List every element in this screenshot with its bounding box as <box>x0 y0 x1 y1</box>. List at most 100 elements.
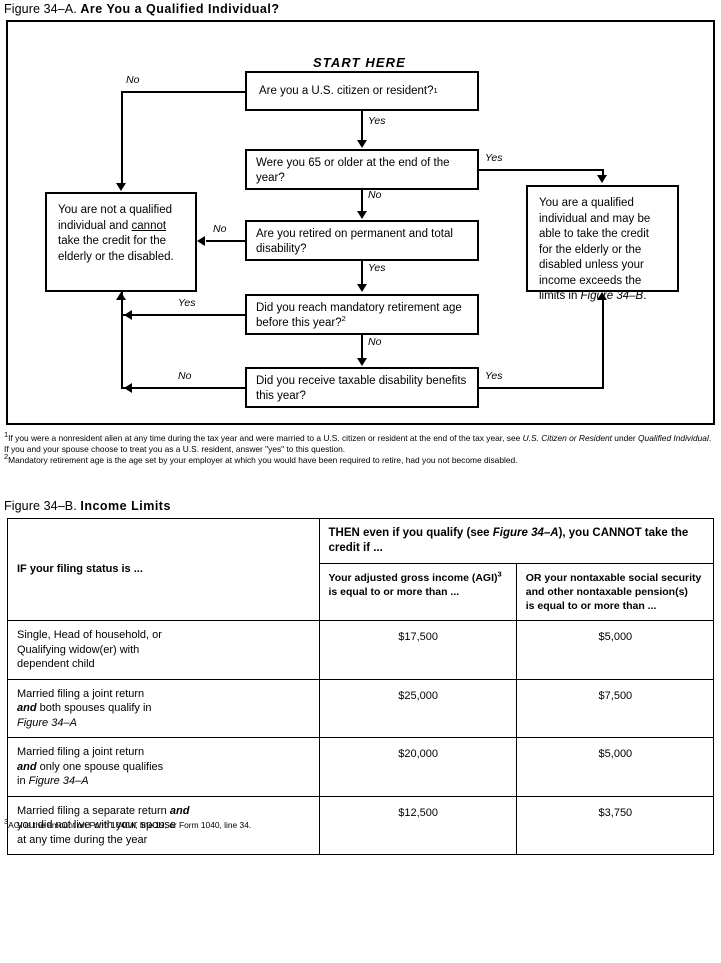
header-then-line-1: THEN even if you qualify (see Figure 34–… <box>329 526 706 541</box>
row-status-line: Qualifying widow(er) with <box>17 643 140 656</box>
flow-box-q1: Are you a U.S. citizen or resident?1 <box>245 71 479 111</box>
figure-a-footnote-2a: Mandatory retirement age is the age set … <box>8 455 518 466</box>
row-status-line: and both spouses qualify in <box>17 702 152 714</box>
row-status-line: dependent child <box>17 658 95 670</box>
edge-label-q5-no: No <box>178 370 192 382</box>
edge-q5-yes-horizontal <box>479 387 604 389</box>
header-nontaxable-line-1: OR your nontaxable social security <box>525 572 702 584</box>
row-agi-value: $25,000 <box>318 678 517 738</box>
figure-b-caption-lead: Figure 34–B. <box>4 499 77 513</box>
figure-a-footnote-1c: under <box>611 433 639 443</box>
edge-q4-no-arrowhead <box>357 358 367 366</box>
row-filing-status: Married filing a joint return and both s… <box>7 678 320 738</box>
qualified-line-7c: . <box>643 290 647 302</box>
qualified-line-7a: limits in <box>539 290 581 302</box>
table-row: Single, Head of household, or Qualifying… <box>7 620 715 680</box>
edge-q5-no-vertical <box>121 292 123 389</box>
edge-q5-yes-arrowhead <box>597 292 607 300</box>
figure-b-caption-title: Income Limits <box>80 499 171 513</box>
edge-label-q1-no: No <box>126 74 140 86</box>
flow-box-q4-text: Did you reach mandatory retirement age b… <box>256 302 462 329</box>
table-header-row-2: Your adjusted gross income (AGI)3 is equ… <box>8 563 715 621</box>
row-status-line: and only one spouse qualifies <box>17 760 164 773</box>
edge-label-q3-no: No <box>213 223 227 235</box>
flow-box-q3: Are you retired on permanent and total d… <box>245 220 479 261</box>
figure-a-footnote-2: 2Mandatory retirement age is the age set… <box>4 452 717 466</box>
flow-box-q4: Did you reach mandatory retirement age b… <box>245 294 479 335</box>
row-filing-status: Married filing a joint return and only o… <box>7 737 320 797</box>
edge-label-q4-no: No <box>368 336 382 348</box>
header-then-clause: THEN even if you qualify (see Figure 34–… <box>318 518 714 564</box>
row-agi-value: $17,500 <box>318 620 517 680</box>
figure-a-footnote-1e: . If you and your spouse choose to treat… <box>4 433 712 455</box>
row-status-line: at any time during the year <box>17 833 148 846</box>
edge-q2-yes-arrowhead <box>597 175 607 183</box>
header-filing-status-label: IF your filing status is ... <box>17 563 143 576</box>
qualified-line-7: limits in Figure 34–B. <box>539 289 666 305</box>
header-agi-line-1: Your adjusted gross income (AGI)3 <box>328 569 508 585</box>
flow-box-q5-text: Did you receive taxable disability benef… <box>256 375 467 402</box>
edge-q1-no-horizontal <box>121 91 247 93</box>
figure-a-footnote-1-mark: 1 <box>4 430 9 440</box>
row-status-line: Single, Head of household, or <box>17 629 162 641</box>
edge-q5-no-horizontal <box>121 387 247 389</box>
table-row: Married filing a separate return and you… <box>7 795 715 855</box>
figure-b-footnote-mark: 3 <box>4 817 9 827</box>
not-qualified-cannot: cannot <box>131 219 167 232</box>
edge-q2-no-vertical <box>361 190 363 212</box>
flow-box-not-qualified: You are not a qualified individual and c… <box>45 192 197 292</box>
figure-a-footnote-1: 1If you were a nonresident alien at any … <box>4 430 717 455</box>
edge-label-q3-yes: Yes <box>368 262 386 274</box>
edge-q1-yes-vertical <box>361 111 363 141</box>
edge-label-q5-yes: Yes <box>485 370 503 382</box>
flow-box-q5: Did you receive taxable disability benef… <box>245 367 479 408</box>
edge-q2-yes-vertical <box>602 169 604 177</box>
figure-a-footnote-1-ref2: Qualified Individual <box>638 433 709 443</box>
header-then-1b: ), you CANNOT take the <box>558 527 689 539</box>
header-then-line-2: credit if ... <box>328 542 383 554</box>
figure-a-footnote-2-mark: 2 <box>4 452 9 462</box>
header-agi-line-2: is equal to or more than ... <box>328 586 460 598</box>
qualified-line-3: able to take the credit <box>539 228 649 240</box>
row-filing-status: Married filing a separate return and you… <box>7 795 320 855</box>
figure-a-flowchart-frame: START HERE Are you a U.S. citizen or res… <box>6 20 715 425</box>
header-agi-1a: Your adjusted gross income (AGI) <box>328 572 498 584</box>
flow-box-q2: Were you 65 or older at the end of the y… <box>245 149 479 190</box>
edge-q1-no-arrowhead <box>116 183 126 191</box>
edge-q3-no-arrowhead <box>197 236 205 246</box>
not-qualified-line-1: You are not a qualified <box>58 204 173 216</box>
edge-label-q2-yes: Yes <box>485 152 503 164</box>
qualified-line-4: for the elderly or the <box>539 243 642 256</box>
table-row: Married filing a joint return and both s… <box>7 678 715 738</box>
header-agi-footnote-mark: 3 <box>497 569 502 579</box>
start-here-label: START HERE <box>313 55 406 70</box>
edge-q5-no-arrowhead <box>124 383 132 393</box>
header-nontaxable-line-3: is equal to or more than ... <box>525 600 657 612</box>
flow-box-q3-text: Are you retired on permanent and total d… <box>256 228 453 255</box>
figure-a-caption-lead: Figure 34–A. <box>4 2 77 16</box>
edge-q3-yes-arrowhead <box>357 284 367 292</box>
not-qualified-line-2a: individual and <box>58 219 132 232</box>
not-qualified-line-2: individual and cannot <box>58 219 184 235</box>
table-row: Married filing a joint return and only o… <box>7 737 715 797</box>
qualified-line-2: individual and may be <box>539 212 651 225</box>
not-qualified-line-4: elderly or the disabled. <box>58 250 174 263</box>
header-agi-column: Your adjusted gross income (AGI)3 is equ… <box>318 563 517 621</box>
not-qualified-line-3: take the credit for the <box>58 235 167 247</box>
header-nontaxable-column: OR your nontaxable social security and o… <box>515 563 715 621</box>
row-status-line: Married filing a separate return and <box>17 804 190 817</box>
flow-box-q1-text: Are you a U.S. citizen or resident? <box>259 84 434 97</box>
income-limits-table: IF your filing status is ... THEN even i… <box>7 518 715 855</box>
edge-q5-yes-vertical <box>602 300 604 389</box>
row-status-line: Figure 34–A <box>17 716 77 729</box>
row-nontaxable-value: $5,000 <box>515 737 715 797</box>
row-nontaxable-value: $7,500 <box>515 678 715 738</box>
figure-b-footnote-text: AGI is the amount on Form 1040A, line 19… <box>8 820 252 830</box>
figure-a-footnote-1-ref1: U.S. Citizen or Resident <box>522 433 612 443</box>
edge-label-q1-yes: Yes <box>368 115 386 127</box>
edge-q1-no-vertical <box>121 91 123 184</box>
flow-box-qualified: You are a qualified individual and may b… <box>526 185 679 302</box>
edge-q1-yes-arrowhead <box>357 140 367 148</box>
figure-a-footnotes: 1If you were a nonresident alien at any … <box>4 430 717 467</box>
row-agi-value: $12,500 <box>318 795 517 855</box>
